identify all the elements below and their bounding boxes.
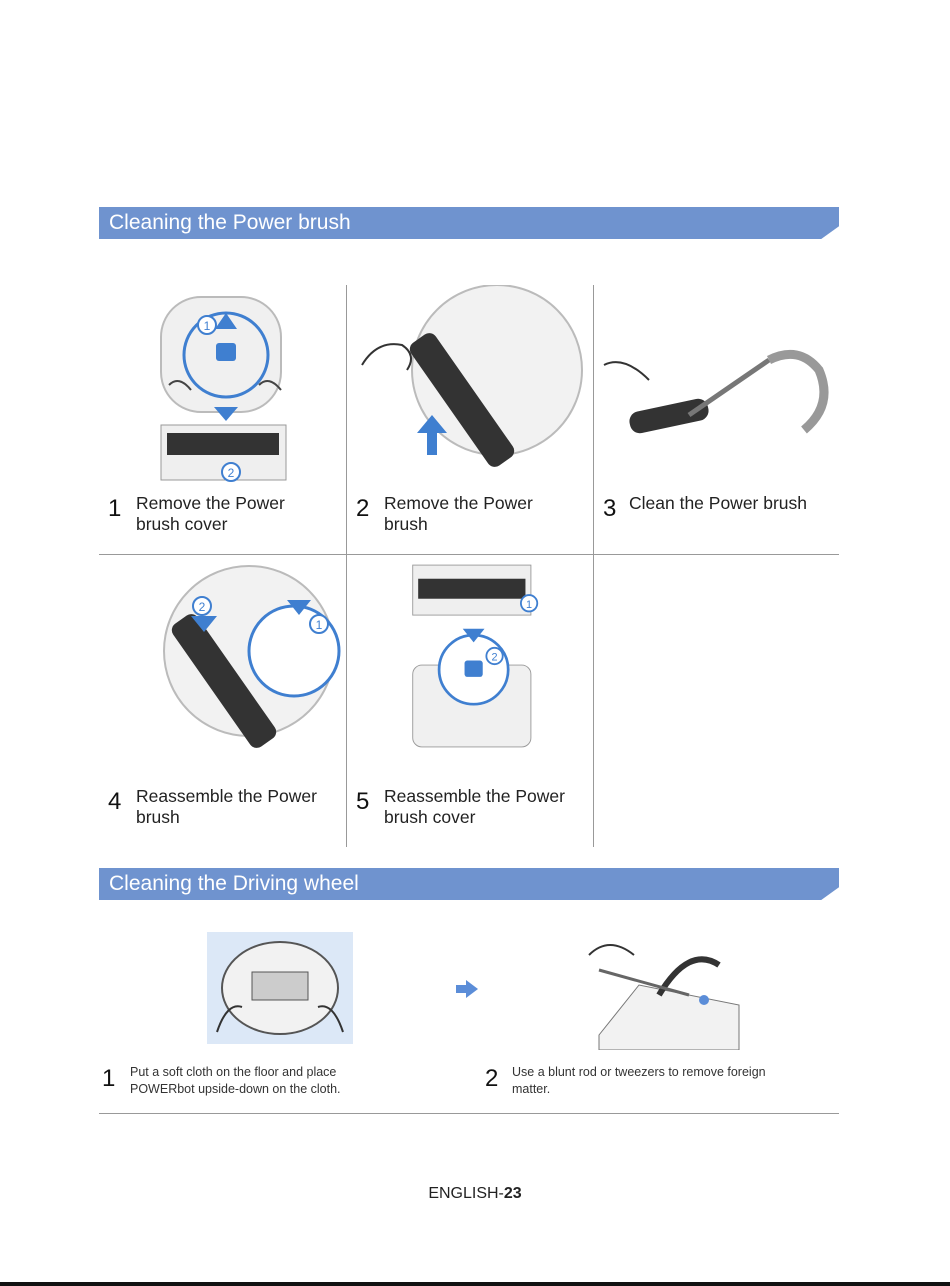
- step-text-line: Remove the Power: [136, 493, 285, 513]
- step-text-line: POWERbot upside-down on the cloth.: [130, 1082, 341, 1096]
- step-text-line: brush cover: [136, 514, 228, 534]
- step-text-line: Reassemble the Power: [136, 786, 317, 806]
- section-title-driving-wheel: Cleaning the Driving wheel: [99, 868, 839, 900]
- step-text-line: Remove the Power: [384, 493, 533, 513]
- footer-language: ENGLISH-: [428, 1185, 504, 1202]
- step-text-line: Put a soft cloth on the floor and place: [130, 1065, 337, 1079]
- step-card-1: 1 2 1 Remove the Power brush cover: [99, 285, 345, 555]
- step-text-line: Clean the Power brush: [629, 493, 808, 513]
- section-divider: [99, 1113, 839, 1114]
- reassemble-brush-cover-illustration: 1 2: [412, 564, 539, 748]
- arrow-right-icon: [456, 980, 478, 998]
- step-number: 4: [108, 788, 122, 815]
- grid-divider: [593, 285, 594, 847]
- step-description: Reassemble the Power brush: [136, 786, 317, 828]
- step-number: 5: [356, 788, 370, 815]
- step-card-4: 2 1 4 Reassemble the Power brush: [99, 556, 345, 828]
- callout-number: 2: [228, 466, 235, 480]
- step-description: Remove the Power brush: [384, 493, 533, 535]
- power-brush-steps-grid: 1 2 1 Remove the Power brush cover 2 Rem…: [99, 285, 839, 847]
- callout-number: 1: [316, 618, 323, 632]
- step-description: Put a soft cloth on the floor and place …: [130, 1064, 341, 1098]
- section-title-power-brush: Cleaning the Power brush: [99, 207, 839, 239]
- callout-number: 1: [526, 599, 532, 611]
- step-number: 2: [356, 495, 370, 522]
- page-number: ENGLISH-23: [0, 1185, 950, 1203]
- step-number: 1: [102, 1065, 116, 1092]
- step-card-3: 3 Clean the Power brush: [594, 285, 840, 555]
- callout-number: 2: [492, 652, 498, 664]
- step-description: Remove the Power brush cover: [136, 493, 285, 535]
- step-card-2: 2 Remove the Power brush: [347, 285, 593, 555]
- callout-number: 1: [204, 319, 211, 333]
- remove-brush-cover-illustration: 1 2: [160, 296, 287, 482]
- grid-divider: [346, 285, 347, 847]
- footer-page-number: 23: [503, 1185, 522, 1202]
- step-description: Clean the Power brush: [629, 493, 807, 514]
- step-text-line: Reassemble the Power: [384, 786, 565, 806]
- robot-upside-down-illustration: [207, 932, 353, 1044]
- step-text-line: brush: [136, 807, 180, 827]
- clean-brush-illustration: [603, 349, 829, 434]
- reassemble-brush-illustration: 2 1: [163, 565, 341, 748]
- step-number: 1: [108, 495, 122, 522]
- grid-divider: [99, 554, 839, 555]
- step-number: 3: [603, 495, 617, 522]
- step-text-line: Use a blunt rod or tweezers to remove fo…: [512, 1065, 766, 1079]
- step-text-line: brush: [384, 514, 428, 534]
- remove-brush-illustration: [361, 285, 583, 467]
- step-description: Reassemble the Power brush cover: [384, 786, 565, 828]
- step-card-5: 1 2 5 Reassemble the Power brush cover: [347, 556, 593, 828]
- step-number: 2: [485, 1065, 499, 1092]
- callout-number: 2: [199, 600, 206, 614]
- bottom-border: [0, 1282, 950, 1286]
- step-text-line: brush cover: [384, 807, 476, 827]
- step-text-line: matter.: [512, 1082, 551, 1096]
- driving-wheel-steps: 1 Put a soft cloth on the floor and plac…: [99, 920, 839, 1115]
- remove-foreign-matter-illustration: [588, 944, 740, 1050]
- step-description: Use a blunt rod or tweezers to remove fo…: [512, 1064, 766, 1098]
